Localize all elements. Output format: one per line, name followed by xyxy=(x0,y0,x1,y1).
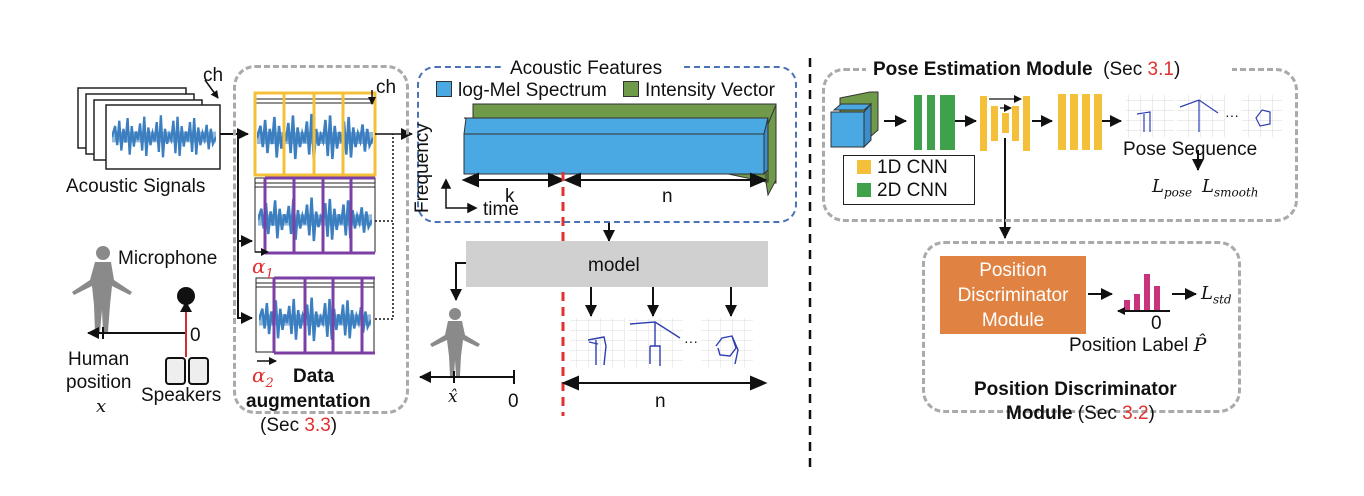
speakers-label: Speakers xyxy=(141,385,222,406)
pose-frame-2 xyxy=(628,318,683,368)
histogram-bars xyxy=(1124,274,1160,310)
frequency-time-axis xyxy=(440,178,478,214)
input-feature-cube xyxy=(830,91,879,149)
xhat-label: x̂ xyxy=(448,387,458,407)
pose-sequence-thumbnails xyxy=(1126,95,1282,137)
augment-to-features-connectors xyxy=(375,128,413,320)
position-label-text: Position Label P̂ xyxy=(1069,334,1207,356)
human-position-axis xyxy=(87,327,187,339)
microphone-label: Microphone xyxy=(118,248,218,269)
human-label: Human xyxy=(68,349,130,370)
augmented-signal-shift-1 xyxy=(254,176,376,256)
estimated-position-axis xyxy=(419,370,515,384)
model-output-arrows xyxy=(450,262,737,317)
pose-ellipsis-top: ··· xyxy=(1225,107,1239,123)
ch-label-augment: ch xyxy=(376,77,397,98)
augmented-signal-shift-2 xyxy=(255,276,375,365)
legend-intensity: Intensity Vector xyxy=(623,81,775,100)
discriminator-title-line1: Position Discriminator xyxy=(974,379,1177,400)
frequency-axis-label: Frequency xyxy=(412,123,433,213)
cnn1d-layers xyxy=(1058,94,1102,150)
acoustic-signals-label: Acoustic Signals xyxy=(66,176,206,197)
unet-1d-layers xyxy=(980,96,1030,151)
legend-logmel: log-Mel Spectrum xyxy=(436,81,607,100)
human-position-symbol: x xyxy=(96,396,107,417)
ch-arrow xyxy=(204,79,219,99)
human-figure-left xyxy=(72,246,132,332)
augmentation-section-ref: (Sec 3.3) xyxy=(260,415,338,436)
position-discriminator-box: Position Discriminator Module xyxy=(940,256,1086,334)
n-label-bottom: n xyxy=(655,391,666,412)
k-label: k xyxy=(505,186,515,207)
skip-connections xyxy=(989,95,1022,112)
pose-ellipsis: ··· xyxy=(684,333,698,349)
histogram-zero-label: 0 xyxy=(1151,313,1162,334)
alpha-2-label: α2 xyxy=(252,363,274,391)
augmentation-title-line1: Data xyxy=(293,366,335,387)
time-axis-label: time xyxy=(483,199,519,220)
pose-module-title: Pose Estimation Module (Sec 3.1) xyxy=(873,59,1181,80)
model-box xyxy=(466,241,768,287)
loss-std: Lstd xyxy=(1201,283,1232,307)
microphone-icon xyxy=(177,287,195,312)
origin-label: 0 xyxy=(190,325,201,346)
acoustic-features-title: Acoustic Features xyxy=(510,58,663,79)
model-label: model xyxy=(588,255,640,276)
k-n-axis xyxy=(461,172,768,188)
augmentation-container xyxy=(233,65,409,414)
cnn2d-layers xyxy=(914,95,955,150)
legend-1d-cnn: 1D CNN xyxy=(857,158,948,177)
discriminator-title-line2: Module (Sec 3.2) xyxy=(1006,403,1155,424)
alpha-1-label: α1 xyxy=(252,254,274,282)
loss-smooth: Lsmooth xyxy=(1202,176,1259,200)
augmentation-title-line2: augmentation xyxy=(246,391,371,412)
human-figure-estimated xyxy=(430,308,480,376)
n-label-features: n xyxy=(662,186,673,207)
n-arrow-bottom xyxy=(561,375,768,391)
position-discriminator-container xyxy=(922,241,1241,413)
pose-frame-1 xyxy=(570,318,625,368)
legend-2d-cnn: 2D CNN xyxy=(857,181,948,200)
position-label: position xyxy=(66,372,132,393)
pose-sequence-label: Pose Sequence xyxy=(1123,139,1258,160)
ch-label: ch xyxy=(203,65,224,86)
feature-block xyxy=(463,103,777,197)
acoustic-signals-stack xyxy=(77,87,221,170)
zero-label-bottom: 0 xyxy=(508,391,519,412)
augmented-signal-original xyxy=(253,91,377,177)
pose-frame-3 xyxy=(701,318,753,368)
loss-pose: Lpose xyxy=(1152,176,1193,200)
speakers-icon xyxy=(165,357,209,385)
